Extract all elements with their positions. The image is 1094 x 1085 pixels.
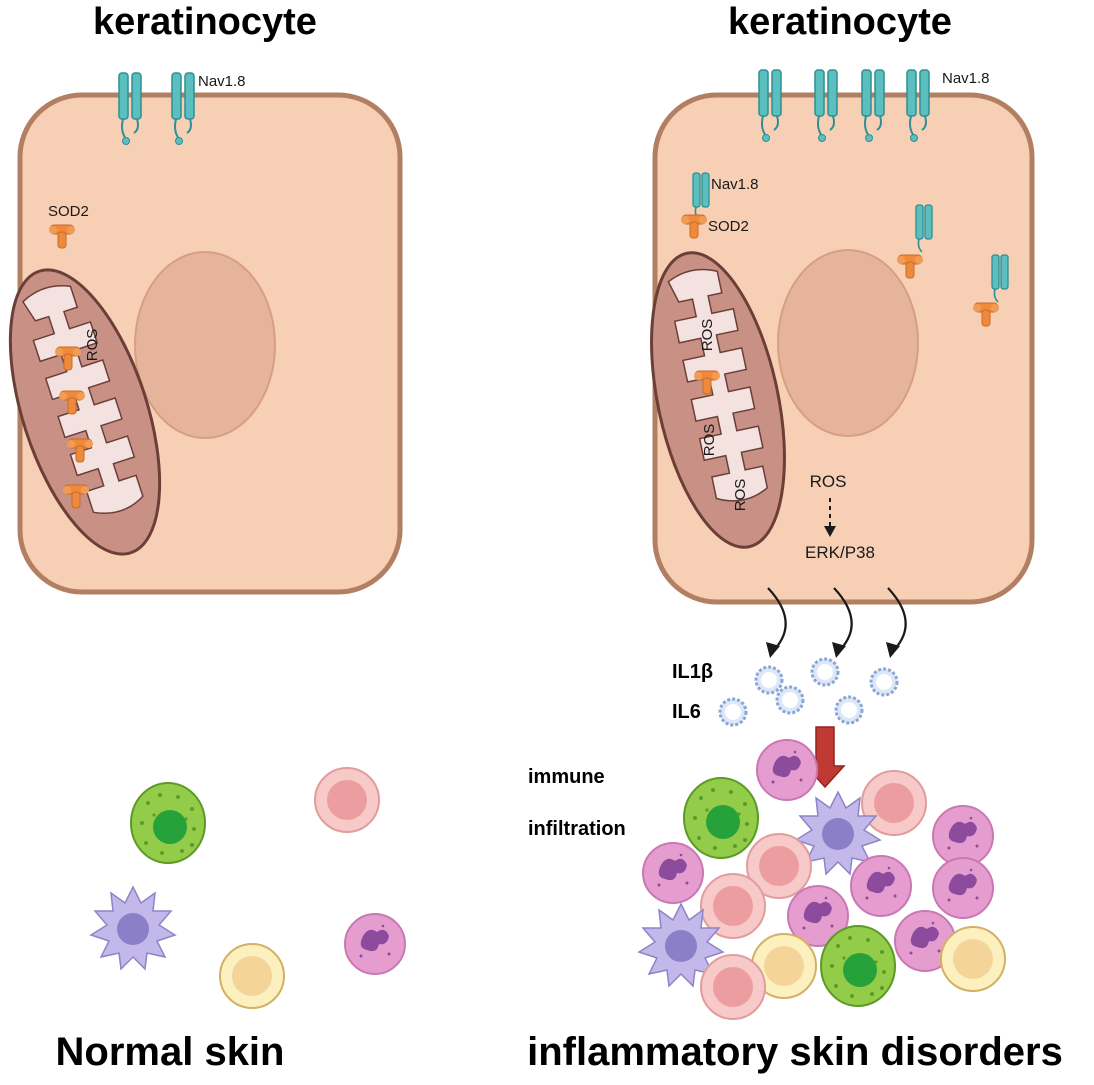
cytokine-2: [810, 657, 840, 687]
cytokine-5: [775, 685, 805, 715]
right-sod2-label: SOD2: [708, 218, 749, 235]
secretion-arrowhead-3: [886, 642, 900, 658]
right-title: keratinocyte: [728, 1, 952, 43]
left-macrophage: [130, 782, 206, 864]
il1b-label: IL1β: [672, 661, 713, 683]
cluster-lymphocyte-1: [861, 770, 927, 836]
left-nucleus: [134, 251, 276, 439]
left-ros-label: ROS: [84, 329, 101, 362]
right-mitochondrion: [650, 251, 786, 549]
left-bottom-title: Normal skin: [56, 1030, 285, 1074]
right-nav18-label: Nav1.8: [942, 70, 990, 87]
erk-p38-label: ERK/P38: [805, 543, 875, 562]
right-nucleus: [777, 249, 919, 437]
cytokine-4: [718, 697, 748, 727]
secretion-arrowhead-2: [832, 642, 846, 658]
right-bottom-title: inflammatory skin disorders: [527, 1030, 1063, 1074]
left-dendritic-cell: [90, 886, 176, 970]
secretion-arrows: [767, 587, 907, 651]
right-mito-ros-label-3: ROS: [732, 479, 749, 512]
left-nav18-label: Nav1.8: [198, 73, 246, 90]
ros-to-erk-arrowhead: [824, 526, 836, 537]
cluster-yellow-2: [940, 926, 1006, 992]
left-lymphocyte: [314, 767, 380, 833]
cluster-neutrophil-1: [756, 739, 818, 801]
cluster-macrophage-2: [820, 925, 896, 1007]
cluster-neutrophil-3: [642, 842, 704, 904]
right-mito-ros-label-1: ROS: [699, 319, 716, 352]
left-sod2-label: SOD2: [48, 203, 89, 220]
secretion-arrowhead-1: [766, 642, 780, 658]
left-yellow-cell: [219, 943, 285, 1009]
cluster-neutrophil-4: [850, 855, 912, 917]
cluster-neutrophil-5: [932, 857, 994, 919]
infiltration-label: infiltration: [528, 818, 626, 840]
left-neutrophil: [344, 913, 406, 975]
il6-label: IL6: [672, 701, 701, 723]
immune-label: immune: [528, 766, 605, 788]
cytokine-6: [834, 695, 864, 725]
right-inner-nav18-label: Nav1.8: [711, 176, 759, 193]
left-title: keratinocyte: [93, 1, 317, 43]
cytokine-1: [754, 665, 784, 695]
cluster-lymphocyte-4: [700, 954, 766, 1020]
cytokine-3: [869, 667, 899, 697]
cluster-macrophage-1: [683, 777, 759, 859]
right-mito-ros-label-2: ROS: [701, 424, 718, 457]
right-cytoplasm-ros-label: ROS: [810, 472, 847, 491]
